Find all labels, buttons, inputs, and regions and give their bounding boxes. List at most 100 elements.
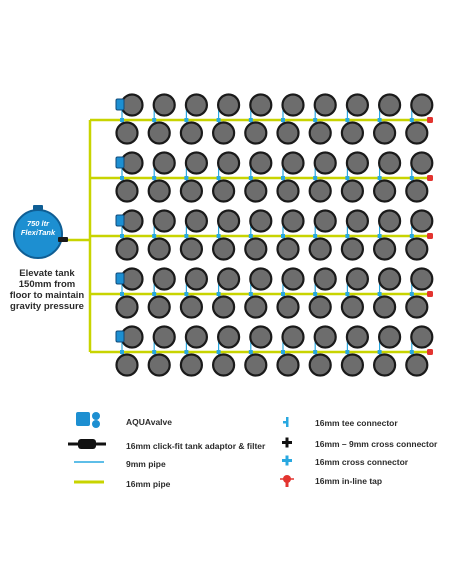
cross-connector	[345, 118, 350, 122]
pot	[152, 209, 176, 233]
cross-connector	[120, 176, 124, 180]
pot	[120, 209, 144, 233]
pot	[340, 295, 364, 319]
cross-connector	[184, 176, 189, 180]
cross-connector	[313, 176, 318, 180]
pot	[410, 151, 434, 175]
cross-connector	[377, 292, 382, 296]
cross-connector	[313, 350, 318, 354]
cross-connector	[409, 350, 414, 354]
legend-label-9mm-pipe: 9mm pipe	[126, 459, 166, 469]
pot	[405, 121, 429, 145]
pot	[340, 179, 364, 203]
pot	[212, 353, 236, 377]
legend-icons	[68, 412, 294, 487]
cross-connector	[409, 292, 414, 296]
pot	[244, 121, 268, 145]
cross-connector	[281, 234, 285, 238]
pot	[281, 151, 305, 175]
pot	[405, 237, 429, 261]
pot	[179, 179, 203, 203]
pot	[345, 93, 369, 117]
cross-connector	[409, 118, 414, 122]
tank-label-line2: FlexiTank	[20, 228, 56, 237]
aquavalve-icon-dot1	[92, 412, 100, 420]
cross-connector	[377, 350, 382, 354]
pot	[308, 237, 332, 261]
aquavalve-icon-dot2	[92, 420, 100, 428]
pot	[179, 353, 203, 377]
pot	[152, 93, 176, 117]
cross-connector	[248, 118, 253, 122]
pot	[313, 209, 337, 233]
pot	[115, 295, 139, 319]
pot	[373, 121, 397, 145]
pot	[152, 267, 176, 291]
cross-connector	[216, 176, 221, 180]
cross-connector	[248, 350, 253, 354]
cross-connector	[281, 292, 285, 296]
pot	[115, 121, 139, 145]
pot	[212, 295, 236, 319]
pot	[308, 179, 332, 203]
cross-connector	[216, 118, 221, 122]
aquavalve	[115, 214, 125, 227]
pot	[345, 151, 369, 175]
pot	[217, 209, 241, 233]
pot	[184, 93, 208, 117]
pot	[345, 267, 369, 291]
pot	[276, 353, 300, 377]
pot	[308, 295, 332, 319]
pot	[115, 179, 139, 203]
pot	[249, 209, 273, 233]
pot	[147, 121, 171, 145]
pot	[152, 151, 176, 175]
pot	[378, 325, 402, 349]
pot	[281, 325, 305, 349]
pot	[276, 295, 300, 319]
pot	[378, 209, 402, 233]
pot	[120, 267, 144, 291]
cross-connector	[216, 234, 221, 238]
pot	[340, 121, 364, 145]
pot	[147, 295, 171, 319]
pot	[217, 325, 241, 349]
pot	[373, 179, 397, 203]
pot	[184, 209, 208, 233]
pot	[147, 179, 171, 203]
pot	[249, 151, 273, 175]
pot	[184, 151, 208, 175]
cross-connector-icon-v	[285, 455, 289, 466]
pot	[249, 325, 273, 349]
pot	[212, 121, 236, 145]
cross-connector	[409, 234, 414, 238]
pot	[276, 121, 300, 145]
pot	[281, 267, 305, 291]
cross-connector	[120, 118, 124, 122]
in-line-tap	[427, 233, 433, 239]
pot	[313, 267, 337, 291]
cross-connector	[281, 118, 285, 122]
pot	[147, 237, 171, 261]
aquavalve-icon	[76, 412, 90, 426]
pot	[120, 151, 144, 175]
pot	[410, 267, 434, 291]
pot	[179, 295, 203, 319]
tank-adaptor	[58, 237, 68, 242]
cross-connector	[345, 292, 350, 296]
legend-label-tank-adaptor: 16mm click-fit tank adaptor & filter	[126, 441, 266, 451]
cross-connector	[184, 350, 189, 354]
in-line-tap-icon-stem	[285, 479, 289, 487]
aquavalve	[115, 156, 125, 169]
cross-connector	[248, 234, 253, 238]
cross-connector	[377, 176, 382, 180]
aquavalve	[115, 98, 125, 111]
cross-connector	[313, 118, 318, 122]
cross-connector	[216, 292, 221, 296]
cross-connector	[152, 118, 157, 122]
pot	[313, 325, 337, 349]
aquavalve	[115, 272, 125, 285]
cross-connector	[152, 292, 157, 296]
cross-connector	[248, 176, 253, 180]
pot	[249, 93, 273, 117]
